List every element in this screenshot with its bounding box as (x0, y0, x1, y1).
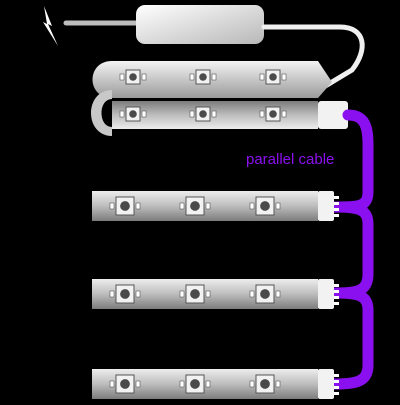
controller-box (136, 5, 264, 44)
led-chip (109, 284, 141, 304)
led-strip-4 (92, 369, 339, 399)
led-chip (179, 196, 211, 216)
led-chip (119, 69, 147, 85)
led-chip (249, 284, 281, 304)
strip-connector (318, 369, 334, 399)
led-strip-3 (92, 279, 339, 309)
led-chip (179, 374, 211, 394)
led-chip (259, 69, 287, 85)
cable-label: parallel cable (246, 151, 334, 168)
led-chip (179, 284, 211, 304)
lightning-bolt-icon (43, 6, 58, 46)
led-chip (249, 196, 281, 216)
folded-strip-connector (318, 101, 348, 129)
led-group (119, 69, 287, 122)
led-chip (259, 106, 287, 122)
led-strip-2 (92, 191, 339, 221)
strip-connector (318, 191, 334, 221)
led-chip (189, 69, 217, 85)
led-chip (109, 374, 141, 394)
led-chip (119, 106, 147, 122)
led-chip (109, 196, 141, 216)
led-strips (92, 191, 339, 399)
controller-output-wire (261, 24, 365, 91)
led-chip (249, 374, 281, 394)
strip-connector (318, 279, 334, 309)
led-chip (189, 106, 217, 122)
folded-strip-loop (91, 90, 112, 136)
parallel-cable (328, 109, 374, 390)
